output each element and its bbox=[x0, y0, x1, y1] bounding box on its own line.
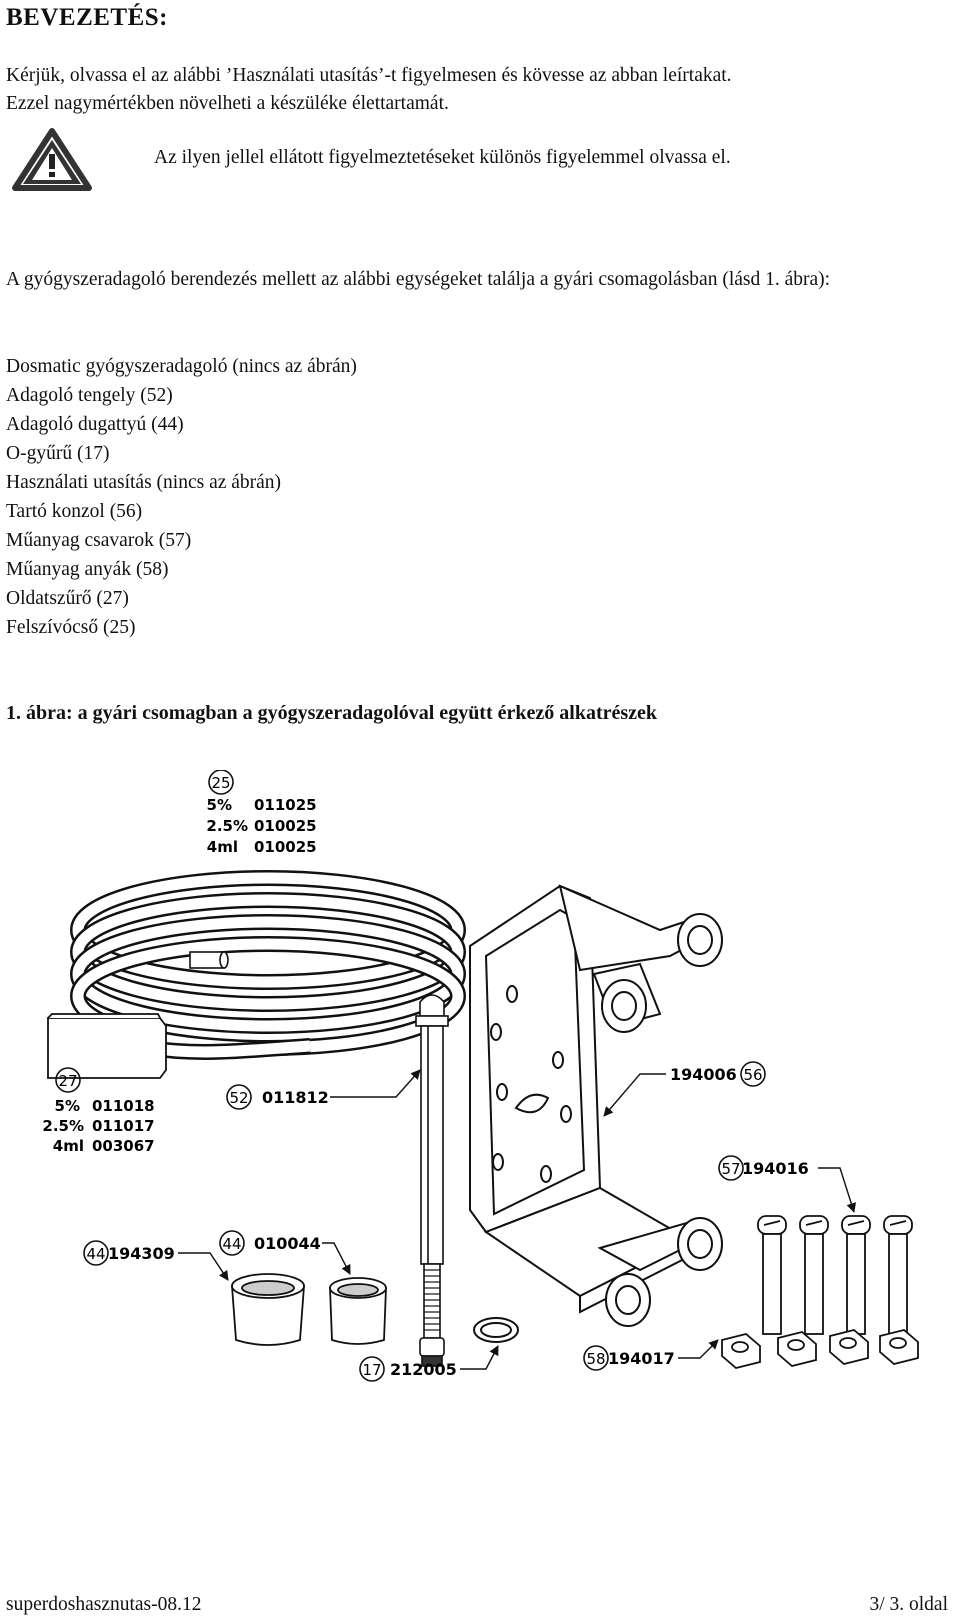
filter-label-row3-b: 003067 bbox=[92, 1137, 155, 1155]
tube-label-number: 25 bbox=[211, 774, 230, 792]
piston-a-label-code: 194309 bbox=[108, 1244, 175, 1263]
intro-paragraph: Kérjük, olvassa el az alábbi ’Használati… bbox=[6, 62, 956, 118]
filter-label: 27 5% 011018 2.5% 011017 4ml 003067 bbox=[42, 1067, 155, 1155]
piston-a-label-number: 44 bbox=[86, 1245, 105, 1263]
piston-b-label-code: 010044 bbox=[254, 1234, 321, 1253]
mounting-bracket bbox=[469, 884, 723, 1327]
list-item: Oldatszűrő (27) bbox=[6, 588, 129, 609]
screw bbox=[883, 1215, 913, 1335]
nut bbox=[777, 1331, 817, 1367]
oring-label-code: 212005 bbox=[390, 1360, 457, 1379]
parts-list: Dosmatic gyógyszeradagoló (nincs az ábrá… bbox=[6, 352, 357, 642]
oring-label: 17 212005 bbox=[359, 1345, 499, 1382]
tube-label-row2-b: 010025 bbox=[254, 817, 317, 835]
filter-label-row3-a: 4ml bbox=[53, 1137, 84, 1155]
tube-label-row1-a: 5% bbox=[207, 796, 232, 814]
solution-filter bbox=[47, 1013, 167, 1079]
nut bbox=[879, 1329, 919, 1365]
plastic-nuts bbox=[721, 1329, 919, 1369]
nuts-label: 58 194017 bbox=[583, 1339, 719, 1371]
list-item: Adagoló tengely (52) bbox=[6, 385, 173, 406]
list-item: Felszívócső (25) bbox=[6, 617, 136, 638]
footer-page-number: 3/ 3. oldal bbox=[869, 1594, 948, 1615]
tube-label: 25 5% 011025 2.5% 010025 4ml 010025 bbox=[206, 769, 317, 856]
list-item: O-gyűrű (17) bbox=[6, 443, 110, 464]
oring-label-number: 17 bbox=[362, 1361, 381, 1379]
parts-figure: 25 5% 011025 2.5% 010025 4ml 010025 bbox=[0, 769, 960, 1550]
shaft-label-number: 52 bbox=[229, 1089, 248, 1107]
nuts-label-code: 194017 bbox=[608, 1349, 675, 1368]
injection-piston-large bbox=[231, 1273, 305, 1346]
package-paragraph: A gyógyszeradagoló berendezés mellett az… bbox=[6, 269, 831, 290]
intro-line-2: Ezzel nagymértékben növelheti a készülék… bbox=[6, 93, 449, 114]
suction-tube-coil bbox=[70, 870, 466, 1060]
list-item: Tartó konzol (56) bbox=[6, 501, 143, 522]
piston-b-label-number: 44 bbox=[222, 1235, 241, 1253]
screws-label-number: 57 bbox=[721, 1160, 740, 1178]
screw bbox=[799, 1215, 829, 1335]
bracket-label: 194006 56 bbox=[603, 1061, 766, 1117]
screw bbox=[757, 1215, 787, 1335]
parts-drawing: 25 5% 011025 2.5% 010025 4ml 010025 bbox=[42, 769, 919, 1382]
warning-triangle-icon bbox=[12, 128, 92, 191]
tube-label-row2-a: 2.5% bbox=[206, 817, 248, 835]
tube-label-row3-a: 4ml bbox=[207, 838, 238, 856]
nut bbox=[829, 1329, 869, 1365]
screws-label-code: 194016 bbox=[742, 1159, 809, 1178]
page-heading: BEVEZETÉS: bbox=[6, 4, 169, 31]
filter-label-row2-a: 2.5% bbox=[42, 1117, 84, 1135]
nuts-label-number: 58 bbox=[586, 1350, 605, 1368]
tube-label-row1-b: 011025 bbox=[254, 796, 317, 814]
footer-document-id: superdoshasznutas-08.12 bbox=[6, 1594, 202, 1615]
filter-label-row1-b: 011018 bbox=[92, 1097, 155, 1115]
o-ring bbox=[473, 1317, 519, 1343]
list-item: Adagoló dugattyú (44) bbox=[6, 414, 184, 435]
list-item: Dosmatic gyógyszeradagoló (nincs az ábrá… bbox=[6, 356, 357, 377]
piston-b-label: 44 010044 bbox=[219, 1230, 351, 1275]
tube-label-row3-b: 010025 bbox=[254, 838, 317, 856]
figure-caption: 1. ábra: a gyári csomagban a gyógyszerad… bbox=[6, 702, 658, 724]
screws-label: 57 194016 bbox=[718, 1155, 856, 1213]
filter-label-row2-b: 011017 bbox=[92, 1117, 155, 1135]
filter-label-number: 27 bbox=[58, 1072, 77, 1090]
intro-line-1: Kérjük, olvassa el az alábbi ’Használati… bbox=[6, 65, 732, 86]
injection-shaft bbox=[415, 994, 449, 1367]
bracket-label-number: 56 bbox=[743, 1066, 762, 1084]
filter-label-row1-a: 5% bbox=[55, 1097, 80, 1115]
nut bbox=[721, 1333, 761, 1369]
list-item: Műanyag anyák (58) bbox=[6, 559, 169, 580]
screw bbox=[841, 1215, 871, 1335]
bracket-label-code: 194006 bbox=[670, 1065, 737, 1084]
injection-piston-small bbox=[329, 1277, 387, 1345]
piston-a-label: 44 194309 bbox=[83, 1240, 229, 1281]
plastic-screws bbox=[757, 1215, 913, 1335]
shaft-label-code: 011812 bbox=[262, 1088, 329, 1107]
shaft-label: 52 011812 bbox=[226, 1069, 421, 1110]
list-item: Műanyag csavarok (57) bbox=[6, 530, 192, 551]
warning-note: Az ilyen jellel ellátott figyelmeztetése… bbox=[12, 128, 952, 198]
list-item: Használati utasítás (nincs az ábrán) bbox=[6, 472, 282, 493]
warning-text: Az ilyen jellel ellátott figyelmeztetése… bbox=[154, 147, 731, 168]
